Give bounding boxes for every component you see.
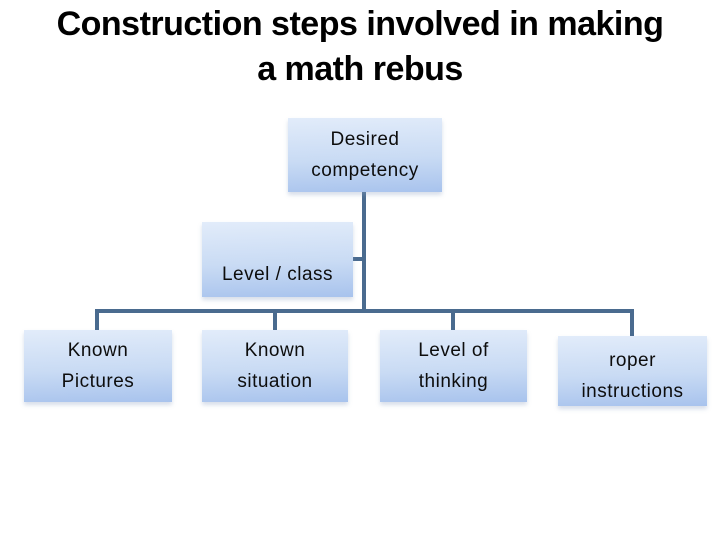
node-text-line: roper <box>609 350 656 371</box>
node-level-of-thinking: Level of thinking <box>380 330 527 402</box>
node-text-line: Known <box>244 340 306 361</box>
connector-drop-known-situation <box>273 309 277 331</box>
node-proper-instructions: roper instructions <box>558 336 707 406</box>
node-text-line: Pictures <box>61 371 135 392</box>
node-text-line: thinking <box>418 371 489 392</box>
title-line-1: Construction steps involved in making <box>56 5 664 43</box>
node-desired-competency: Desired competency <box>288 118 442 192</box>
node-level-class: Level / class <box>202 222 353 297</box>
connector-drop-proper-instructions <box>630 309 634 337</box>
node-text-line: Desired <box>330 129 400 150</box>
connector-level-class-stub <box>352 257 364 261</box>
title-line-2: a math rebus <box>257 50 463 88</box>
node-text-line: Level / class <box>221 264 334 285</box>
node-text-line: Level of <box>418 340 489 361</box>
node-text-line: situation <box>237 371 313 392</box>
node-known-pictures: Known Pictures <box>24 330 172 402</box>
slide-title: Construction steps involved in making a m… <box>0 2 720 92</box>
connector-drop-level-of-thinking <box>451 309 455 331</box>
connector-horizontal-rail <box>95 309 634 313</box>
node-text-line: instructions <box>581 381 684 402</box>
node-known-situation: Known situation <box>202 330 348 402</box>
node-text-line: Known <box>67 340 129 361</box>
connector-drop-known-pictures <box>95 309 99 331</box>
connector-trunk-vertical <box>362 192 366 313</box>
node-text-line: competency <box>311 160 419 181</box>
